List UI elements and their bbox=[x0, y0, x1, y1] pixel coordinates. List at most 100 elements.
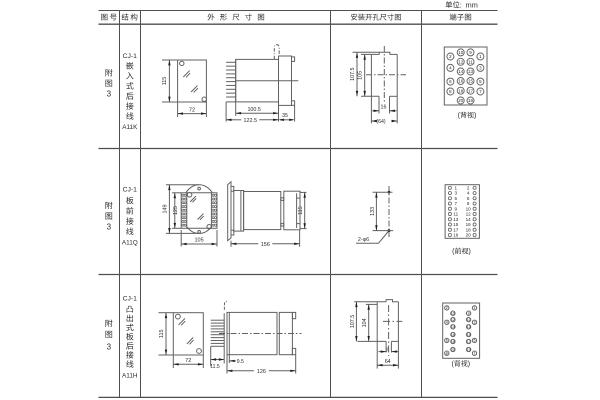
svg-text:126: 126 bbox=[257, 369, 266, 375]
svg-text:2-φ6: 2-φ6 bbox=[358, 237, 369, 243]
svg-text:11: 11 bbox=[468, 59, 473, 64]
svg-text:(: ( bbox=[452, 249, 455, 256]
svg-text:18: 18 bbox=[466, 227, 472, 232]
svg-text:15: 15 bbox=[453, 222, 459, 227]
svg-text:16: 16 bbox=[466, 222, 472, 227]
svg-text:4: 4 bbox=[446, 321, 448, 325]
svg-text:15: 15 bbox=[468, 79, 474, 84]
svg-text:6: 6 bbox=[467, 196, 470, 201]
svg-text:2: 2 bbox=[449, 54, 452, 59]
svg-text:15: 15 bbox=[467, 333, 471, 337]
svg-text:CJ-1: CJ-1 bbox=[123, 53, 138, 60]
svg-text:18: 18 bbox=[451, 340, 455, 344]
svg-text:17: 17 bbox=[467, 340, 471, 344]
svg-text::: : bbox=[460, 0, 462, 9]
svg-text:16: 16 bbox=[451, 333, 455, 337]
svg-text:105: 105 bbox=[195, 238, 204, 244]
svg-text:(64): (64) bbox=[376, 119, 385, 125]
svg-text:13: 13 bbox=[467, 325, 471, 329]
svg-text:CJ-1: CJ-1 bbox=[123, 295, 138, 302]
svg-text:156: 156 bbox=[261, 242, 270, 248]
svg-text:1: 1 bbox=[455, 186, 458, 191]
svg-text:19: 19 bbox=[468, 98, 474, 103]
svg-text:9: 9 bbox=[469, 50, 472, 55]
svg-text:3: 3 bbox=[479, 66, 482, 71]
svg-text:3: 3 bbox=[107, 90, 112, 99]
svg-text:13: 13 bbox=[468, 69, 474, 74]
svg-text:4: 4 bbox=[467, 191, 470, 196]
svg-text:(: ( bbox=[458, 113, 461, 120]
svg-text:5: 5 bbox=[479, 79, 482, 84]
svg-text:20: 20 bbox=[458, 98, 464, 103]
svg-text:6: 6 bbox=[446, 339, 448, 343]
svg-text:10: 10 bbox=[466, 206, 472, 211]
svg-text:12: 12 bbox=[451, 318, 455, 322]
svg-text:11: 11 bbox=[453, 212, 458, 217]
svg-text:13: 13 bbox=[453, 217, 459, 222]
svg-text:11: 11 bbox=[467, 318, 471, 322]
svg-text:12: 12 bbox=[458, 59, 464, 64]
svg-text:115: 115 bbox=[162, 77, 168, 86]
svg-text:): ) bbox=[468, 361, 470, 368]
svg-text:105: 105 bbox=[358, 71, 364, 80]
svg-text:8: 8 bbox=[446, 352, 448, 356]
svg-text:A11Q: A11Q bbox=[122, 240, 138, 247]
svg-text:A11K: A11K bbox=[122, 124, 138, 131]
svg-text:): ) bbox=[474, 113, 476, 120]
svg-text:149: 149 bbox=[162, 205, 168, 214]
svg-text:1: 1 bbox=[474, 306, 476, 310]
svg-text:1: 1 bbox=[479, 54, 482, 59]
svg-text:9.5: 9.5 bbox=[237, 359, 244, 365]
svg-text:64: 64 bbox=[385, 359, 391, 365]
svg-text:2: 2 bbox=[467, 186, 470, 191]
svg-text:14: 14 bbox=[466, 217, 472, 222]
svg-text:(: ( bbox=[451, 361, 454, 368]
svg-text:19: 19 bbox=[467, 348, 471, 352]
svg-text:133: 133 bbox=[370, 207, 376, 216]
svg-text:107.5: 107.5 bbox=[350, 315, 356, 329]
svg-text:100.5: 100.5 bbox=[247, 107, 261, 113]
svg-text:16: 16 bbox=[381, 105, 387, 111]
svg-text:2: 2 bbox=[446, 306, 448, 310]
svg-text:18: 18 bbox=[458, 88, 464, 93]
svg-text:3: 3 bbox=[474, 321, 476, 325]
svg-text:115: 115 bbox=[298, 206, 304, 215]
svg-text:9: 9 bbox=[455, 206, 458, 211]
svg-text:3: 3 bbox=[455, 191, 458, 196]
svg-text:20: 20 bbox=[451, 348, 455, 352]
svg-text:10: 10 bbox=[451, 312, 455, 316]
svg-text:35: 35 bbox=[282, 113, 288, 119]
svg-text:m: m bbox=[466, 0, 472, 9]
svg-text:m: m bbox=[472, 0, 478, 9]
svg-text:CJ-1: CJ-1 bbox=[123, 187, 138, 194]
svg-text:6: 6 bbox=[449, 79, 452, 84]
svg-text:A11H: A11H bbox=[122, 372, 138, 379]
svg-text:14: 14 bbox=[458, 69, 464, 74]
svg-text:72: 72 bbox=[189, 107, 195, 113]
svg-text:104: 104 bbox=[362, 318, 368, 327]
svg-text:17: 17 bbox=[468, 88, 474, 93]
svg-text:7: 7 bbox=[474, 352, 476, 356]
svg-text:20: 20 bbox=[466, 233, 472, 238]
svg-text:16: 16 bbox=[385, 347, 390, 352]
svg-text:3: 3 bbox=[107, 223, 112, 232]
svg-text:19: 19 bbox=[453, 233, 459, 238]
svg-text:7: 7 bbox=[455, 201, 458, 206]
svg-text:107.5: 107.5 bbox=[350, 68, 356, 82]
svg-text:7: 7 bbox=[479, 89, 482, 94]
svg-text:14: 14 bbox=[451, 325, 455, 329]
svg-text:12: 12 bbox=[466, 212, 472, 217]
svg-text:5: 5 bbox=[474, 339, 476, 343]
svg-text:122.5: 122.5 bbox=[244, 118, 258, 124]
svg-text:115: 115 bbox=[159, 330, 165, 339]
svg-text:5: 5 bbox=[455, 196, 458, 201]
svg-text:16: 16 bbox=[458, 79, 464, 84]
svg-text:8: 8 bbox=[467, 201, 470, 206]
svg-text:11.5: 11.5 bbox=[210, 364, 220, 370]
svg-text:): ) bbox=[469, 249, 471, 256]
svg-text:8: 8 bbox=[449, 89, 452, 94]
svg-text:3: 3 bbox=[107, 343, 112, 352]
svg-text:72: 72 bbox=[185, 358, 191, 364]
svg-text:9: 9 bbox=[468, 312, 470, 316]
svg-text:4: 4 bbox=[449, 66, 452, 71]
